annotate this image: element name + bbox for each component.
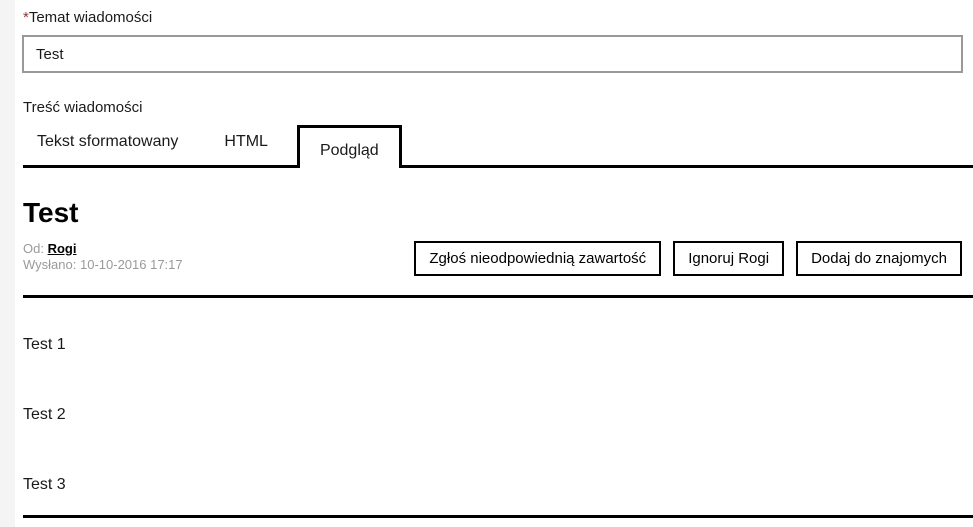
- tab-html[interactable]: HTML: [224, 132, 268, 150]
- subject-label: *Temat wiadomości: [23, 10, 973, 26]
- tab-formatted-text[interactable]: Tekst sformatowany: [37, 132, 179, 150]
- subject-input[interactable]: [22, 35, 963, 73]
- sent-value: 10-10-2016 17:17: [79, 257, 183, 272]
- ignore-user-button[interactable]: Ignoruj Rogi: [673, 241, 785, 276]
- report-content-button[interactable]: Zgłoś nieodpowiednią zawartość: [414, 241, 662, 276]
- message-actions: Zgłoś nieodpowiednią zawartość Ignoruj R…: [414, 241, 962, 276]
- sent-label: Wysłano:: [23, 257, 77, 272]
- editor-tabbar: Tekst sformatowany HTML Podgląd: [23, 125, 973, 168]
- subject-label-text: Temat wiadomości: [28, 9, 153, 26]
- message-paragraph: Test 1: [23, 336, 66, 353]
- page-left-gutter: [0, 0, 15, 527]
- message-top-rule: [23, 295, 973, 298]
- message-body: Test 1 Test 2 Test 3: [23, 337, 973, 493]
- author-link[interactable]: Rogi: [47, 241, 77, 256]
- message-meta-row: Od: Rogi Wysłano: 10-10-2016 17:17 Zgłoś…: [23, 241, 973, 276]
- message-paragraph: Test 3: [23, 476, 66, 493]
- body-label: Treść wiadomości: [23, 99, 143, 116]
- message-form: *Temat wiadomości Treść wiadomości Tekst…: [22, 0, 973, 518]
- required-asterisk: *: [23, 9, 29, 26]
- message-paragraph: Test 2: [23, 406, 66, 423]
- message-bottom-rule: [23, 515, 973, 518]
- message-meta: Od: Rogi Wysłano: 10-10-2016 17:17: [23, 241, 183, 273]
- from-label: Od:: [23, 241, 44, 256]
- add-friend-button[interactable]: Dodaj do znajomych: [796, 241, 962, 276]
- sent-line: Wysłano: 10-10-2016 17:17: [23, 257, 183, 273]
- message-title: Test: [23, 197, 79, 228]
- editor-tabs: Tekst sformatowany HTML Podgląd: [23, 125, 973, 168]
- tab-preview[interactable]: Podgląd: [296, 125, 402, 168]
- tab-preview-label: Podgląd: [319, 142, 379, 159]
- from-line: Od: Rogi: [23, 241, 183, 257]
- tabbar-underline: [23, 165, 973, 168]
